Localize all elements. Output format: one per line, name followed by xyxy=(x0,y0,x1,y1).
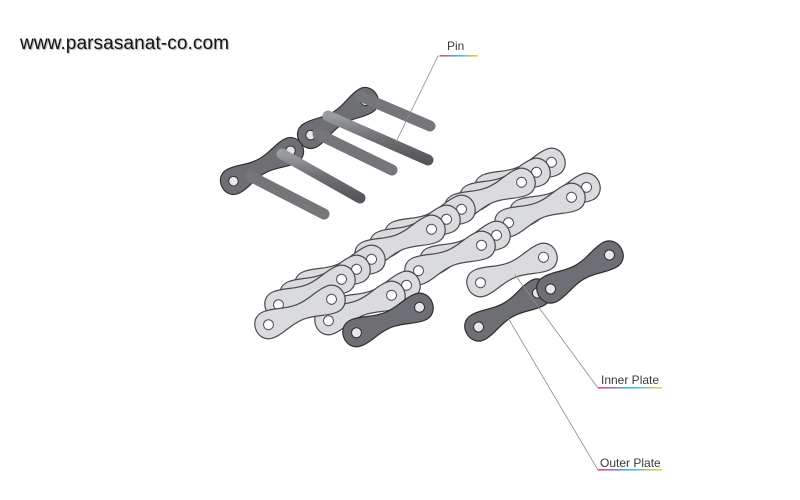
pin-assembly-front xyxy=(215,132,366,220)
pin-label: Pin xyxy=(447,39,465,53)
outer-plate-label: Outer Plate xyxy=(600,456,661,470)
inner-plate-label: Inner Plate xyxy=(601,373,660,387)
website-watermark: www.parsasanat-co.com xyxy=(20,33,230,54)
pin-assembly-rear xyxy=(292,82,436,176)
label-underlines xyxy=(440,55,662,471)
